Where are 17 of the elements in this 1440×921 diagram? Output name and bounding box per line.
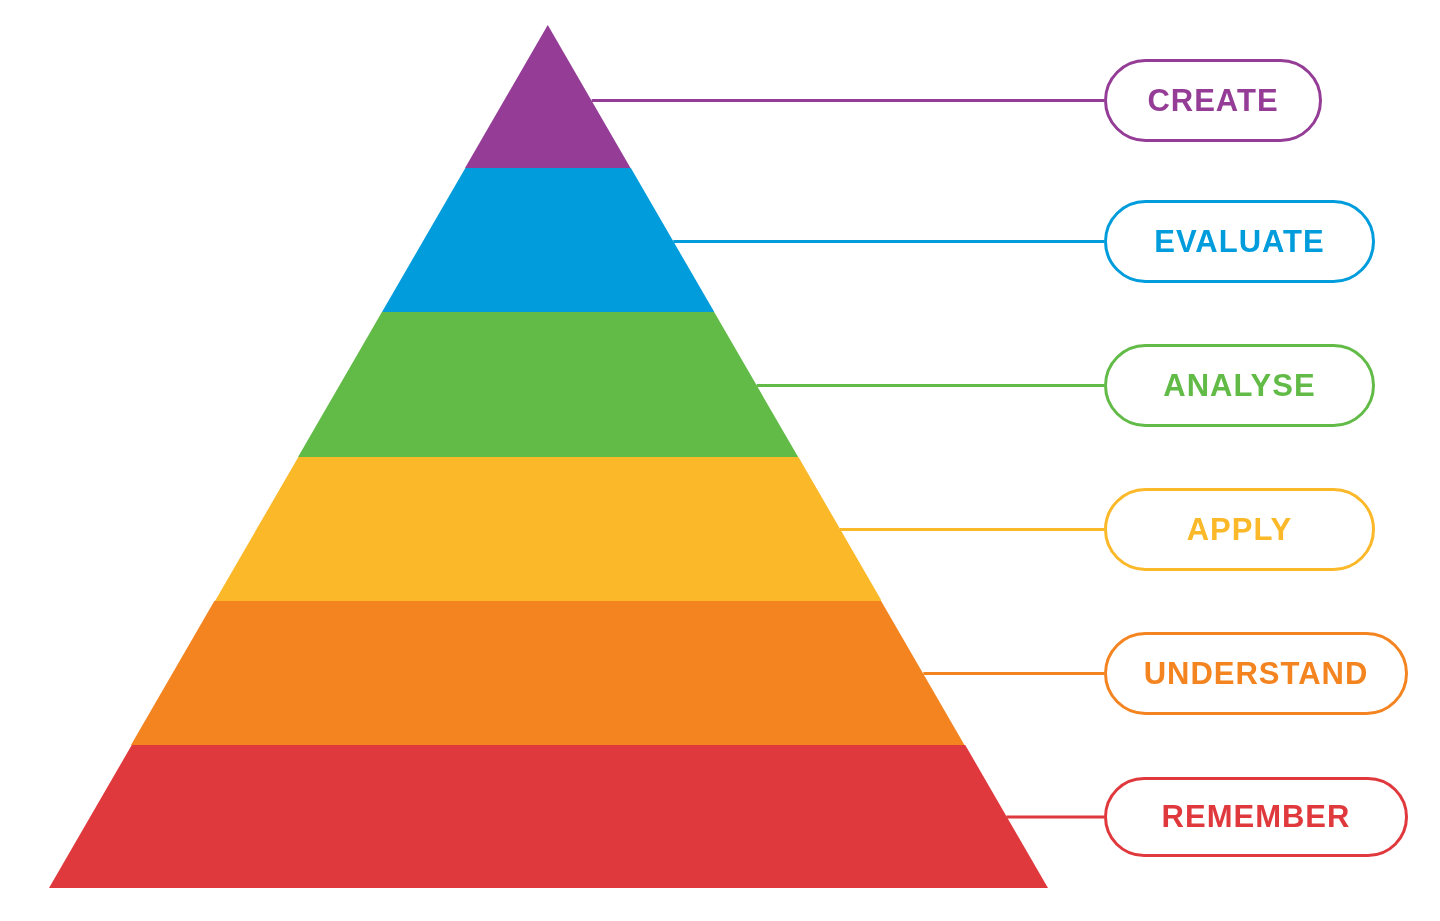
leader-line xyxy=(591,99,1104,102)
level-label: REMEMBER xyxy=(1104,777,1408,857)
level-label: EVALUATE xyxy=(1104,200,1375,283)
leader-line xyxy=(756,384,1104,387)
leader-line xyxy=(923,672,1104,675)
level-label: APPLY xyxy=(1104,488,1375,571)
pyramid-tier xyxy=(297,312,799,457)
pyramid-tier xyxy=(214,457,882,601)
pyramid-tier xyxy=(381,168,715,312)
pyramid-tier xyxy=(131,601,965,745)
leader-line xyxy=(1006,815,1104,819)
level-label: ANALYSE xyxy=(1104,344,1375,427)
level-label: CREATE xyxy=(1104,59,1322,142)
leader-line xyxy=(673,240,1104,243)
level-label: UNDERSTAND xyxy=(1104,632,1408,715)
pyramid-tier xyxy=(48,745,1048,888)
leader-line xyxy=(840,528,1104,531)
